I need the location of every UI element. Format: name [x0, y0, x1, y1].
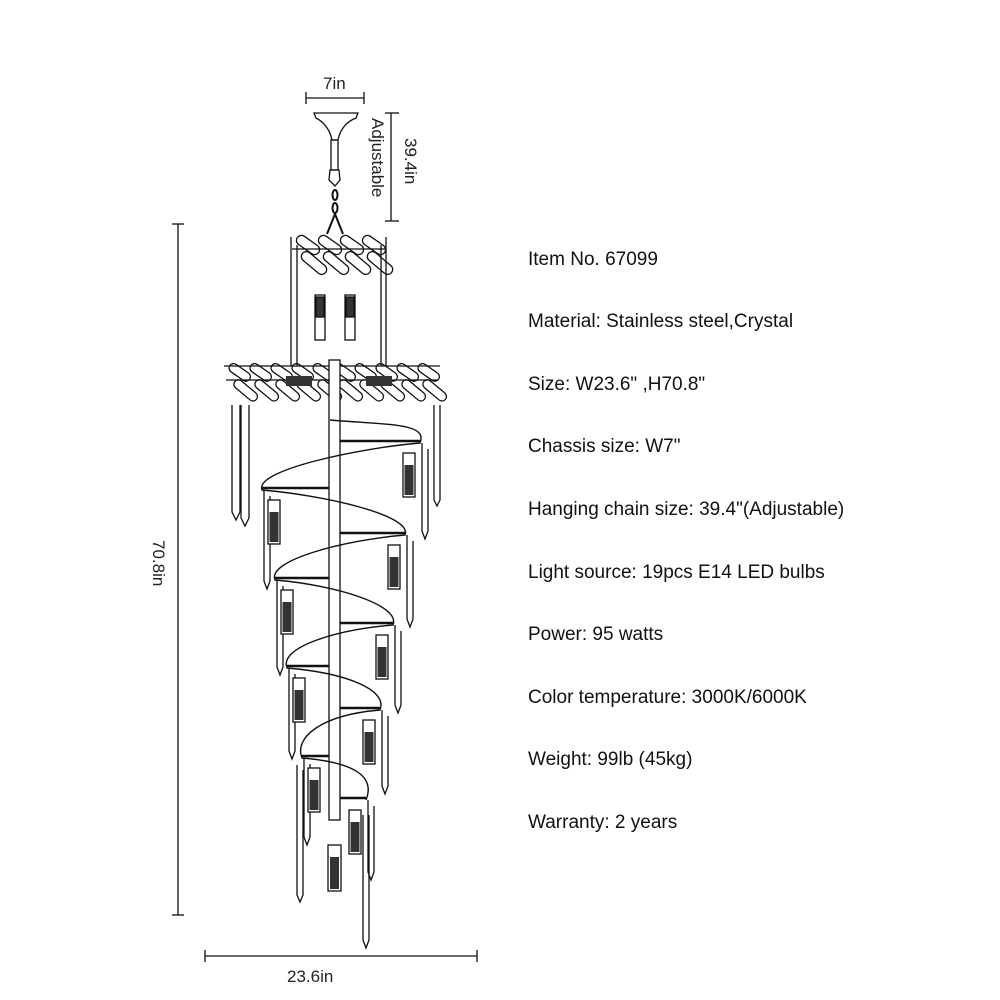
crystal-loop: [322, 250, 350, 276]
crystal-strip: [288, 668, 296, 761]
crystal-strip: [303, 758, 311, 847]
bulb: [344, 294, 356, 341]
hanging-chain: [326, 189, 344, 235]
crystal-strip: [367, 800, 375, 882]
width-7in-dimension-line: [305, 92, 365, 104]
bulb-crystal: [377, 647, 387, 677]
bulb-crystal: [330, 857, 339, 889]
crystal-strip: [421, 443, 429, 541]
adjustable-label: Adjustable: [368, 118, 387, 198]
crystal-loop: [366, 250, 394, 276]
crystal-loop: [359, 379, 385, 402]
bulb-crystal: [282, 602, 292, 632]
bulb-crystal: [294, 690, 304, 720]
crystal-strip: [296, 765, 304, 904]
chain-39in-dimension-line: [385, 112, 399, 222]
spec-material: Material: Stainless steel,Crystal: [528, 311, 794, 332]
bulb-crystal: [309, 780, 319, 810]
width-23in-dimension-line: [204, 950, 478, 962]
bulb: [314, 294, 326, 341]
crystal-strip: [362, 815, 370, 950]
crystal-loop: [417, 362, 441, 382]
crystal-loop: [344, 250, 372, 276]
bulb-crystal: [404, 465, 414, 495]
crystal-loop: [249, 362, 273, 382]
crystal-loop: [422, 379, 448, 402]
crystal-loop: [361, 234, 387, 256]
spiral-band: [261, 419, 422, 801]
chassis-width-label: 7in: [323, 74, 346, 93]
crystal-strip: [276, 580, 284, 677]
crystal-loop: [228, 362, 252, 382]
spec-weight: Weight: 99lb (45kg): [528, 749, 693, 770]
crystal-loop: [317, 234, 343, 256]
crystal-loop: [233, 379, 259, 402]
crystal-loop: [254, 379, 280, 402]
crystal-strip: [381, 710, 389, 796]
bulb-crystal: [269, 512, 279, 542]
crystal-loop: [396, 362, 420, 382]
spec-color-temperature: Color temperature: 3000K/6000K: [528, 687, 807, 708]
total-width-label: 23.6in: [287, 967, 334, 986]
spec-chassis-size: Chassis size: W7": [528, 436, 681, 457]
crystal-strip: [263, 490, 271, 591]
spec-light-source: Light source: 19pcs E14 LED bulbs: [528, 562, 825, 583]
bulb-crystal: [364, 732, 374, 762]
crystal-loop: [300, 250, 328, 276]
crystal-loop: [295, 234, 321, 256]
ceiling-canopy: [313, 112, 359, 187]
spec-size: Size: W23.6" ,H70.8": [528, 374, 706, 395]
crystal-loop: [339, 234, 365, 256]
crystal-strip: [406, 535, 414, 629]
crystal-loop: [275, 379, 301, 402]
spec-chain-size: Hanging chain size: 39.4"(Adjustable): [528, 499, 845, 520]
chain-length-label: 39.4in: [401, 138, 420, 185]
bulb-crystal: [389, 557, 399, 587]
bulb-crystal: [350, 822, 360, 852]
height-70in-dimension-line: [172, 223, 184, 916]
spec-item-number: Item No. 67099: [528, 249, 658, 270]
crystal-strip: [394, 625, 402, 715]
spiral-crystal-tiers: [261, 419, 429, 950]
spec-warranty: Warranty: 2 years: [528, 812, 678, 833]
total-height-label: 70.8in: [149, 540, 168, 587]
crystal-loop: [401, 379, 427, 402]
upper-tier: [290, 234, 394, 366]
spec-power: Power: 95 watts: [528, 624, 664, 645]
